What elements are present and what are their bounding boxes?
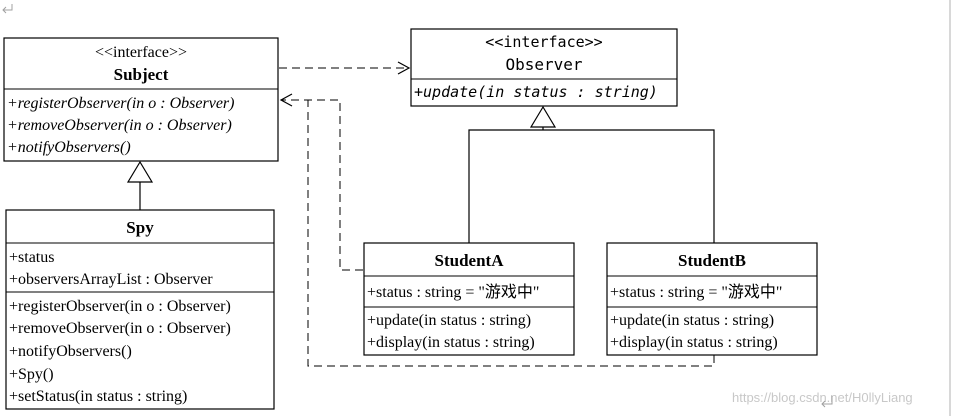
spy-method: +setStatus(in status : string) xyxy=(9,388,187,405)
spy-method: +removeObserver(in o : Observer) xyxy=(9,320,231,337)
spy-attribute: +status xyxy=(9,249,54,266)
spy-method: +notifyObservers() xyxy=(9,343,132,360)
subject-method: +notifyObservers() xyxy=(7,139,131,156)
spy-name: Spy xyxy=(126,218,154,237)
subject-method: +registerObserver(in o : Observer) xyxy=(7,95,234,112)
return-arrow-icon xyxy=(2,4,13,14)
spy-generalization-connector xyxy=(126,160,154,210)
studentA-class: StudentA +status : string = "游戏中" +updat… xyxy=(363,242,575,356)
studentA-attribute: +status : string = "游戏中" xyxy=(367,283,539,301)
return-arrow-icon xyxy=(821,396,833,408)
observer-method: +update(in status : string) xyxy=(414,83,658,101)
studentB-attribute: +status : string = "游戏中" xyxy=(610,283,782,301)
studentA-method: +display(in status : string) xyxy=(367,334,535,351)
spy-method: +registerObserver(in o : Observer) xyxy=(9,298,231,315)
studentB-method: +update(in status : string) xyxy=(610,312,774,329)
observer-stereotype: <<interface>> xyxy=(485,33,602,51)
studentB-name: StudentB xyxy=(678,251,746,270)
studentB-class: StudentB +status : string = "游戏中" +updat… xyxy=(606,242,818,356)
watermark-text: https://blog.csdn.net/H0llyLiang xyxy=(732,390,913,405)
students-generalization-connector xyxy=(468,105,715,243)
observer-class: <<interface>> Observer +update(in status… xyxy=(410,28,678,107)
studentA-subject-dependency xyxy=(279,93,363,271)
studentB-method: +display(in status : string) xyxy=(610,334,778,351)
observer-name: Observer xyxy=(505,55,582,74)
studentB-subject-dependency xyxy=(307,100,715,367)
spy-method: +Spy() xyxy=(9,366,54,383)
spy-class: Spy +status +observersArrayList : Observ… xyxy=(5,209,275,410)
subject-class: <<interface>> Subject +registerObserver(… xyxy=(3,37,279,162)
hollow-triangle-icon xyxy=(126,160,154,183)
subject-method: +removeObserver(in o : Observer) xyxy=(7,117,232,134)
spy-attribute: +observersArrayList : Observer xyxy=(9,271,213,288)
hollow-triangle-icon xyxy=(529,105,557,128)
studentA-method: +update(in status : string) xyxy=(367,312,531,329)
subject-stereotype: <<interface>> xyxy=(95,44,187,61)
studentA-name: StudentA xyxy=(435,251,505,270)
subject-name: Subject xyxy=(114,65,169,84)
